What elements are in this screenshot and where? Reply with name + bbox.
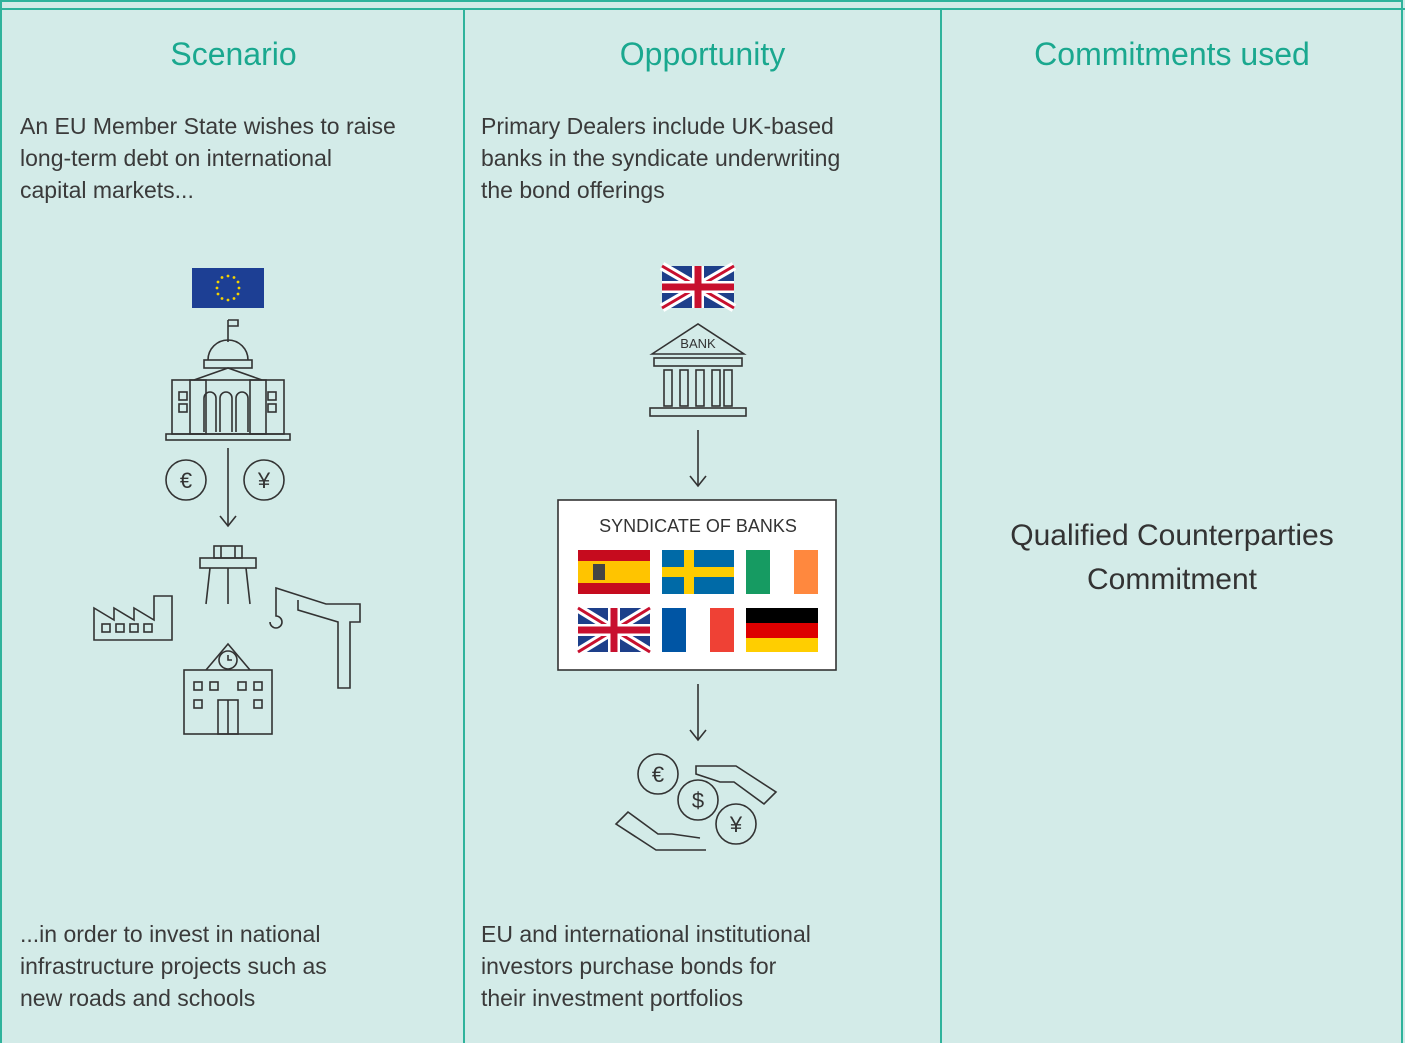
scenario-bottom-text: ...in order to invest in national infras…: [20, 921, 327, 1011]
spain-flag-icon: [578, 550, 650, 594]
yen-coin-icon: ¥: [243, 459, 285, 501]
ireland-flag-icon: [746, 550, 818, 594]
commitment-line-2: Commitment: [1086, 563, 1258, 596]
down-arrow-icon: [219, 448, 237, 528]
down-arrow-icon: [689, 684, 707, 742]
top-border: [0, 8, 1405, 10]
sweden-flag-icon: [662, 550, 734, 594]
euro-symbol: €: [652, 762, 664, 787]
dollar-coin-icon: $: [677, 779, 719, 821]
uk-flag-icon: [575, 604, 653, 656]
opportunity-top-text: Primary Dealers include UK-based banks i…: [481, 113, 841, 203]
euro-coin-icon: €: [165, 459, 207, 501]
scenario-top-text: An EU Member State wishes to raise long-…: [20, 113, 396, 203]
scenario-title: Scenario: [170, 36, 297, 72]
opportunity-title: Opportunity: [619, 36, 786, 72]
school-icon: [183, 642, 273, 735]
column-divider-2: [940, 8, 942, 1043]
france-flag-icon: [662, 608, 734, 652]
commitment-line-1: Qualified Counterparties: [1010, 519, 1334, 552]
syndicate-box: SYNDICATE OF BANKS: [557, 499, 837, 671]
bank-icon: BANK: [649, 323, 747, 417]
column-divider-1: [463, 8, 465, 1043]
eu-flag-icon: [192, 268, 264, 308]
commitment-text: Qualified Counterparties Commitment: [944, 514, 1400, 602]
crane-icon: [269, 586, 361, 689]
uk-flag-icon: [659, 262, 737, 312]
government-building-icon: [165, 319, 291, 441]
opportunity-bottom-text: EU and international institutional inves…: [481, 921, 811, 1011]
scenario-illustration: € ¥: [93, 268, 361, 735]
bank-label: BANK: [680, 336, 716, 351]
road-icon: [199, 545, 257, 605]
yen-symbol: ¥: [729, 812, 743, 837]
down-arrow-icon: [689, 430, 707, 488]
hands-exchange-icon: [614, 765, 778, 851]
factory-icon: [93, 595, 173, 641]
euro-symbol: €: [180, 468, 192, 493]
commitments-title: Commitments used: [1034, 36, 1310, 72]
yen-coin-icon: ¥: [715, 803, 757, 845]
syndicate-label: SYNDICATE OF BANKS: [599, 516, 797, 536]
dollar-symbol: $: [692, 788, 704, 813]
yen-symbol: ¥: [257, 468, 271, 493]
opportunity-illustration: BANK SYNDICATE OF BANKS: [557, 262, 837, 851]
germany-flag-icon: [746, 608, 818, 652]
euro-coin-icon: €: [637, 753, 679, 795]
